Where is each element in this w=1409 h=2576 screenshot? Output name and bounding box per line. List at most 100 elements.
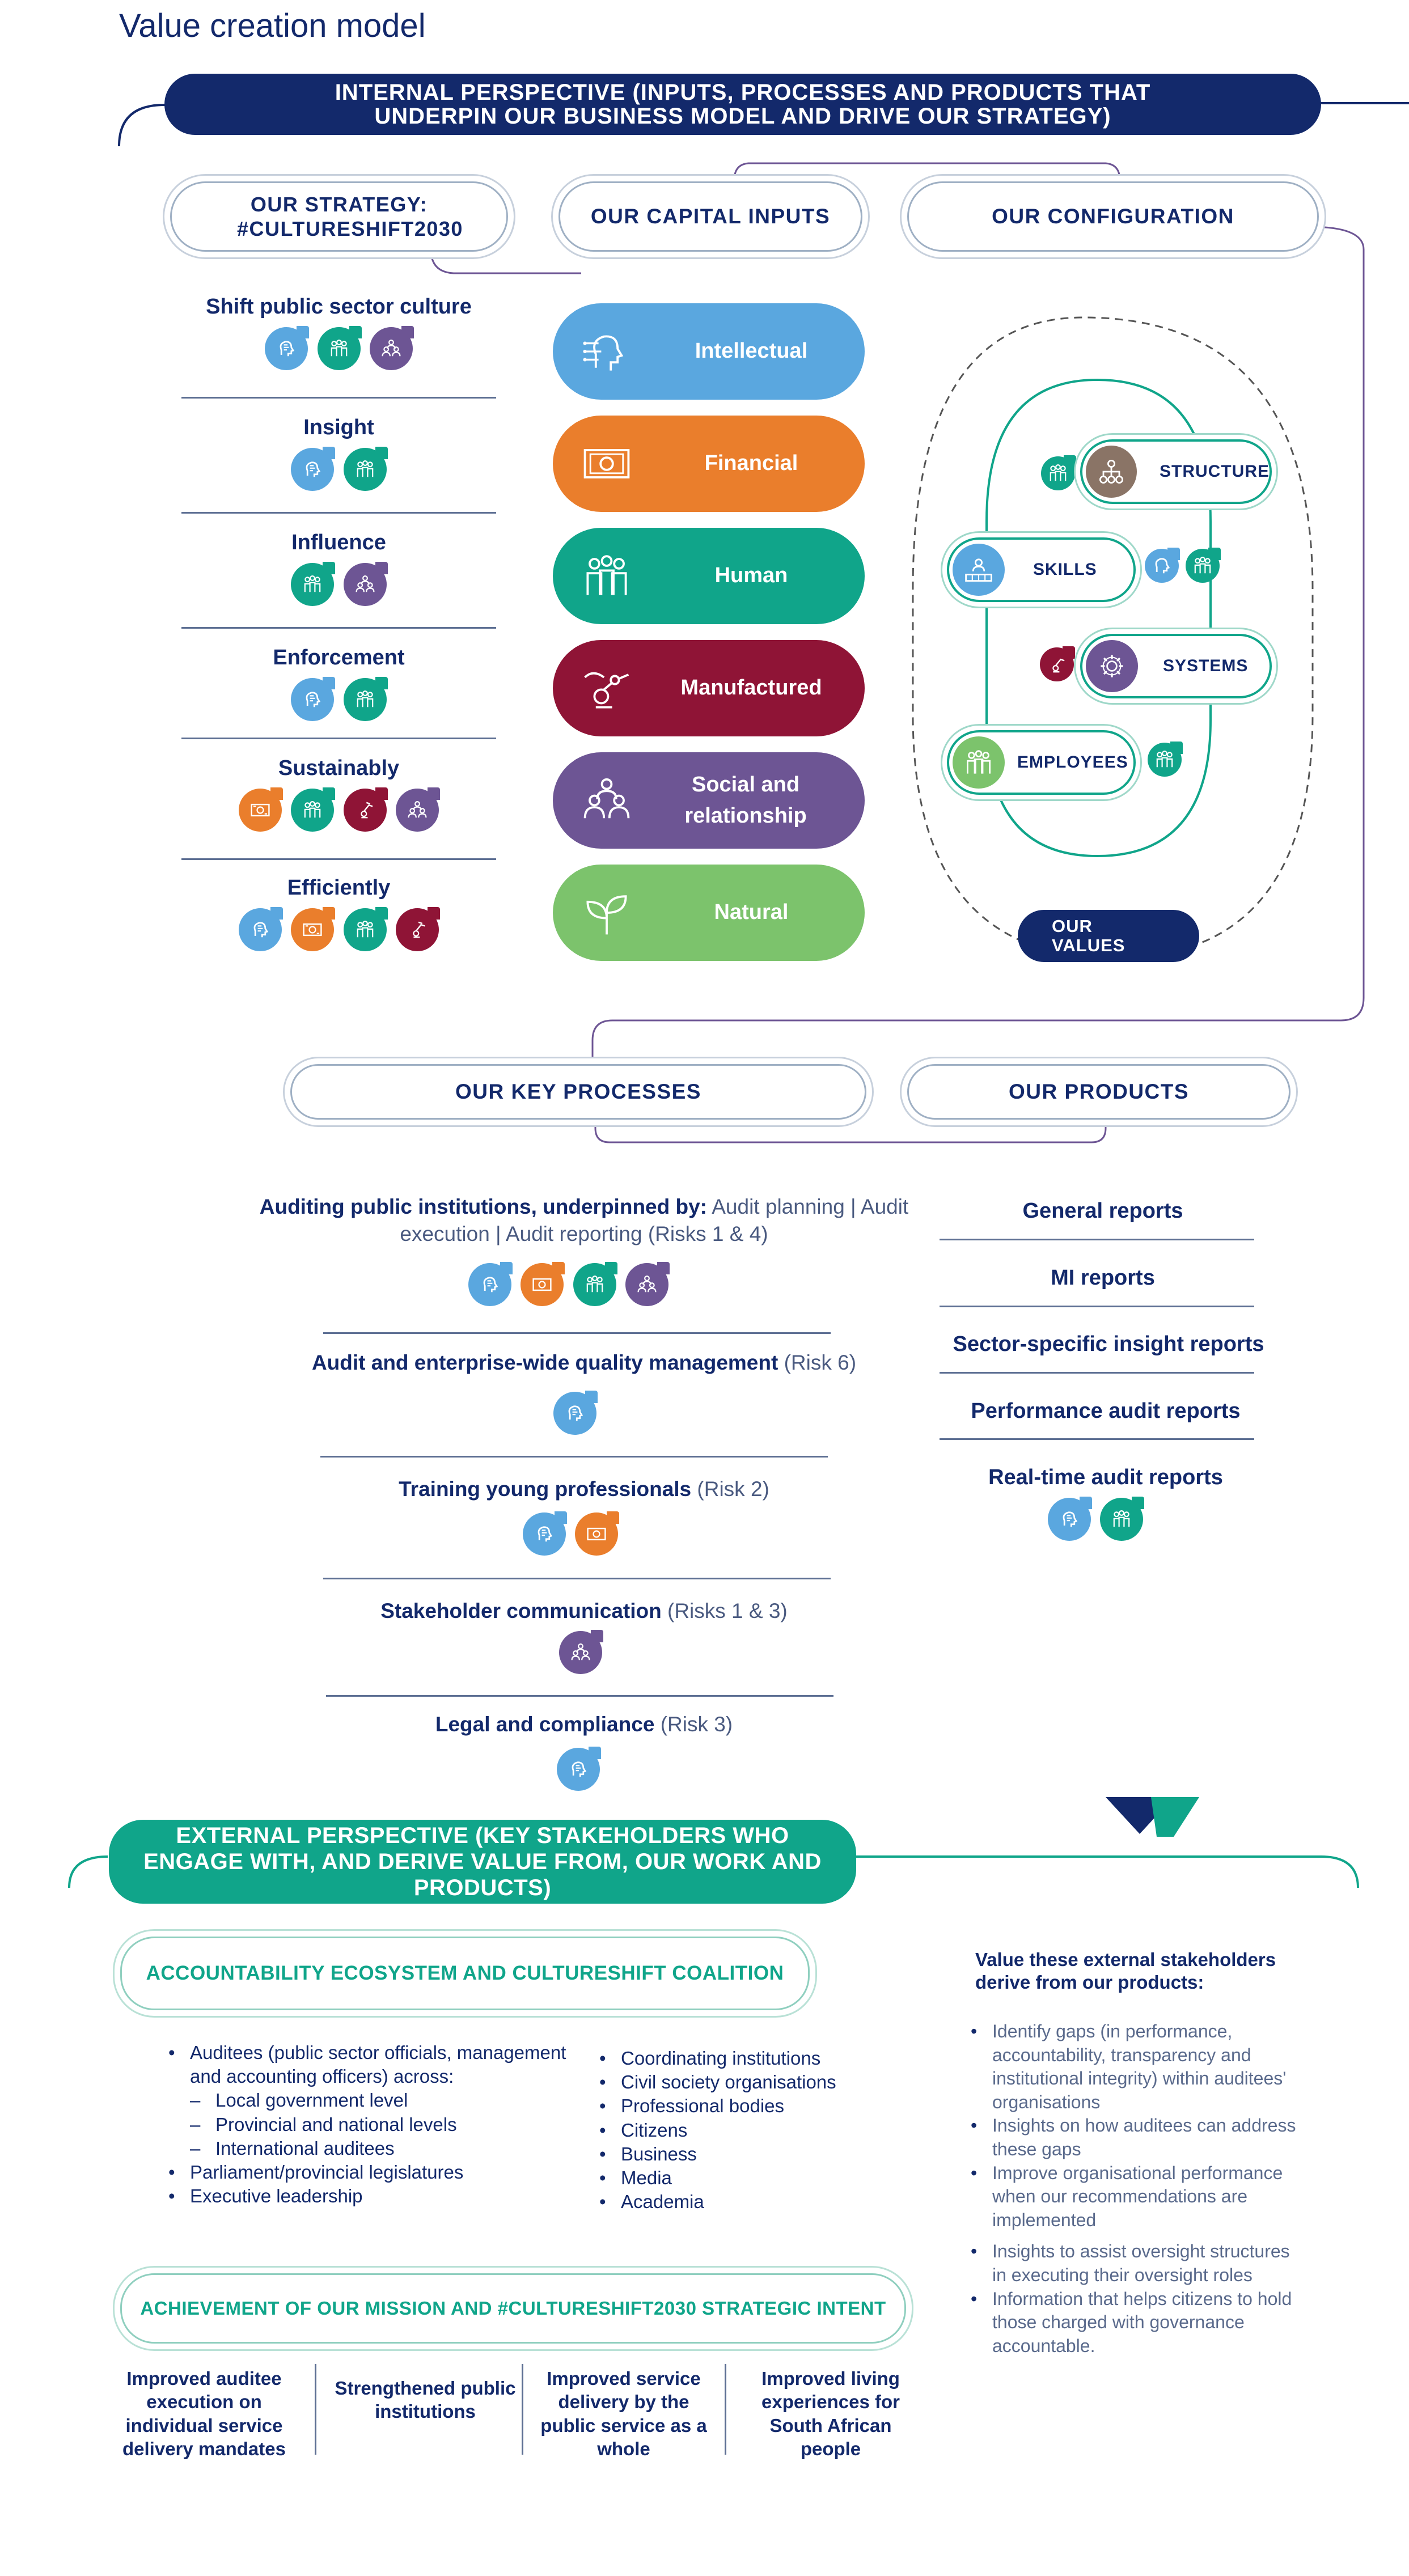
strategy-item: Insight xyxy=(181,399,496,512)
strategy-header-text: OUR STRATEGY: #CULTURESHIFT2030 xyxy=(237,192,463,240)
mission-header-text: ACHIEVEMENT OF OUR MISSION AND #CULTURES… xyxy=(140,2298,886,2319)
outcome-item: Improved living experiences for South Af… xyxy=(761,2368,900,2459)
intellectual-icon xyxy=(238,907,283,951)
ecosystem-item: Coordinating institutions xyxy=(599,2047,851,2070)
human-icon xyxy=(343,677,388,721)
intellectual-icon xyxy=(557,1747,601,1791)
value-list: Identify gaps (in performance, accountab… xyxy=(967,2020,1307,2358)
structure-small-icon xyxy=(1038,455,1078,490)
configuration-header: OUR CONFIGURATION xyxy=(907,181,1319,252)
product-item: MI reports xyxy=(1051,1266,1155,1290)
human-icon xyxy=(1186,548,1221,583)
capital-social: Social and relationship xyxy=(553,752,865,849)
manufactured-icon xyxy=(343,787,388,832)
page-title: Value creation model xyxy=(119,7,426,44)
process-quality: Audit and enterprise-wide quality manage… xyxy=(238,1349,930,1376)
intellectual-icon xyxy=(553,1391,598,1435)
process-stakeholder-bold: Stakeholder communication xyxy=(380,1599,662,1622)
divider xyxy=(326,1695,833,1697)
process-auditing-detail: Audit planning | Audit execution | Audit… xyxy=(400,1195,909,1246)
mission-header: ACHIEVEMENT OF OUR MISSION AND #CULTURES… xyxy=(120,2273,906,2344)
divider xyxy=(940,1306,1254,1307)
ecosystem-left-list: Auditees (public sector officials, manag… xyxy=(164,2041,573,2209)
capital-inputs-header-text: OUR CAPITAL INPUTS xyxy=(590,205,831,228)
process-training: Training young professionals (Risk 2) xyxy=(238,1476,930,1503)
strategy-item-label: Sustainably xyxy=(278,756,400,780)
internal-perspective-text: INTERNAL PERSPECTIVE (INPUTS, PROCESSES … xyxy=(335,80,1151,129)
our-values-badge: OUR VALUES xyxy=(1018,910,1199,962)
capital-manufactured: Manufactured xyxy=(553,640,865,736)
process-stakeholder-icons xyxy=(556,1630,606,1674)
value-item: Insights on how auditees can address the… xyxy=(971,2114,1307,2161)
intellectual-icon xyxy=(576,320,638,383)
intellectual-icon xyxy=(523,1511,567,1556)
strategy-list: Shift public sector culture Insight Infl… xyxy=(181,295,496,973)
process-legal: Legal and compliance (Risk 3) xyxy=(238,1711,930,1738)
manufactured-icon xyxy=(576,657,638,719)
configuration-header-text: OUR CONFIGURATION xyxy=(992,205,1234,228)
value-header: Value these external stakeholders derive… xyxy=(975,1949,1276,1993)
strategy-item-label: Insight xyxy=(303,416,374,439)
ecosystem-item: Citizens xyxy=(599,2119,851,2142)
product-realtime-icons xyxy=(1044,1497,1146,1541)
process-legal-detail: (Risk 3) xyxy=(660,1713,733,1736)
value-item: Identify gaps (in performance, accountab… xyxy=(971,2020,1307,2114)
ecosystem-sub-item: Local government level xyxy=(190,2088,573,2112)
divider xyxy=(323,1578,831,1579)
config-skills: SKILLS xyxy=(947,537,1136,602)
social-icon xyxy=(343,562,388,606)
capital-financial: Financial xyxy=(553,416,865,512)
strategy-item-label: Efficiently xyxy=(287,876,391,900)
financial-icon xyxy=(291,907,336,951)
process-legal-bold: Legal and compliance xyxy=(435,1713,655,1736)
products-header-text: OUR PRODUCTS xyxy=(1008,1080,1190,1103)
financial-icon xyxy=(575,1511,620,1556)
divider xyxy=(725,2364,726,2455)
human-icon xyxy=(1100,1497,1145,1541)
capital-label: Manufactured xyxy=(680,676,822,700)
human-icon xyxy=(291,787,336,832)
config-employees-label: EMPLOYEES xyxy=(1017,753,1128,772)
divider xyxy=(522,2364,523,2455)
divider xyxy=(940,1239,1254,1240)
our-values-text: OUR VALUES xyxy=(1052,916,1125,955)
capital-human: Human xyxy=(553,528,865,624)
ecosystem-item: Academia xyxy=(599,2190,851,2214)
ecosystem-sub-item: Provincial and national levels xyxy=(190,2113,573,2137)
human-icon xyxy=(576,545,638,607)
config-skills-label: SKILLS xyxy=(1033,560,1097,579)
divider xyxy=(940,1372,1254,1374)
systems-icon xyxy=(1086,640,1138,692)
capital-inputs-header: OUR CAPITAL INPUTS xyxy=(558,181,862,252)
outcome-item: Strengthened public institutions xyxy=(335,2378,516,2422)
human-icon xyxy=(343,447,388,491)
intellectual-icon xyxy=(1048,1497,1092,1541)
strategy-item: Enforcement xyxy=(181,629,496,738)
config-structure: STRUCTURE xyxy=(1080,439,1272,504)
intellectual-icon xyxy=(265,326,310,370)
ecosystem-item: Parliament/provincial legislatures xyxy=(168,2160,573,2184)
employees-small-icon xyxy=(1144,742,1185,777)
process-auditing-icons xyxy=(465,1262,672,1306)
strategy-item-label: Shift public sector culture xyxy=(206,295,472,319)
divider xyxy=(320,1456,828,1458)
divider xyxy=(181,738,496,739)
divider xyxy=(940,1438,1254,1440)
capital-natural: Natural xyxy=(553,865,865,961)
financial-icon xyxy=(238,787,283,832)
value-item: Information that helps citizens to hold … xyxy=(971,2287,1307,2358)
process-quality-icons xyxy=(550,1391,600,1435)
divider xyxy=(181,627,496,629)
process-stakeholder-detail: (Risks 1 & 3) xyxy=(667,1599,788,1622)
capital-label: Natural xyxy=(714,900,789,925)
internal-perspective-banner: INTERNAL PERSPECTIVE (INPUTS, PROCESSES … xyxy=(164,74,1321,135)
ecosystem-item: Executive leadership xyxy=(168,2184,573,2208)
natural-icon xyxy=(576,882,638,944)
human-icon xyxy=(317,326,362,370)
capital-label: Financial xyxy=(704,451,798,476)
process-training-bold: Training young professionals xyxy=(399,1477,692,1501)
ecosystem-item: Civil society organisations xyxy=(599,2070,851,2094)
product-item: Performance audit reports xyxy=(971,1399,1241,1423)
ecosystem-sub-item: International auditees xyxy=(190,2137,573,2160)
intellectual-icon xyxy=(291,677,336,721)
